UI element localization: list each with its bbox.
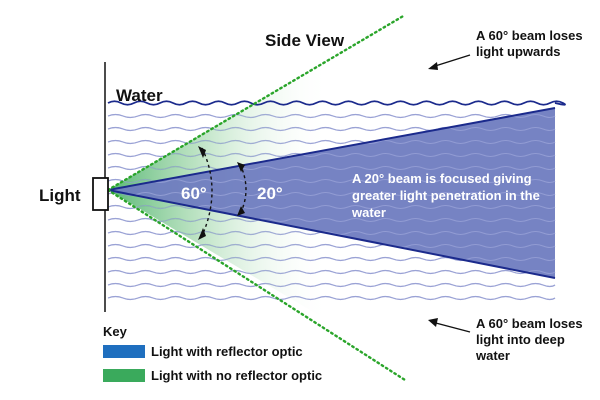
light-source <box>92 177 109 211</box>
key-label-reflector: Light with reflector optic <box>151 344 303 359</box>
note-bottom-arrow-head <box>428 318 438 327</box>
note-bottom: A 60° beam loses light into deep water <box>476 316 583 363</box>
water-line-overlay <box>108 153 556 157</box>
narrow-beam-top-edge <box>107 107 556 191</box>
narrow-beam-description: A 20° beam is focused giving greater lig… <box>352 171 540 220</box>
note-top-arrow-head <box>428 62 438 70</box>
angle-60-label: 60° <box>181 184 207 203</box>
water-line-overlay <box>108 205 556 209</box>
note-top: A 60° beam loses light upwards <box>476 28 583 59</box>
water-line-overlay <box>108 257 556 261</box>
water-line-overlay <box>108 270 556 274</box>
water-line-overlay <box>108 244 556 248</box>
water-line-overlay <box>108 179 556 183</box>
angle-arc-20 <box>239 163 247 215</box>
light-label: Light <box>39 186 81 205</box>
wide-beam-top-edge <box>106 13 407 192</box>
angle-arc-20-arrow-top <box>237 162 245 172</box>
key-item-no-reflector: Light with no reflector optic <box>103 368 322 383</box>
water-line-overlay <box>108 231 556 235</box>
water-label: Water <box>116 86 163 105</box>
key-title: Key <box>103 324 127 339</box>
water-line-overlay <box>108 127 556 131</box>
narrow-beam-bottom-edge <box>107 189 556 279</box>
water-line-overlay <box>108 218 556 222</box>
note-top-arrow <box>431 54 471 68</box>
water-line-overlay <box>108 166 556 170</box>
water-line-overlay <box>108 140 556 144</box>
angle-arc-20-arrow-bottom <box>237 206 245 216</box>
water-line-overlay <box>108 296 556 300</box>
key-swatch-no-reflector <box>103 369 145 382</box>
wide-beam-bottom-edge <box>106 188 407 382</box>
angle-arc-60 <box>201 147 213 237</box>
angle-arc-60-arrow-top <box>198 146 206 158</box>
angle-20-label: 20° <box>257 184 283 203</box>
water-surface <box>107 100 566 106</box>
diagram-title: Side View <box>265 31 345 50</box>
water-line-overlay <box>108 114 556 118</box>
water-waves-overlay <box>108 114 556 300</box>
note-bottom-arrow <box>431 321 471 333</box>
key-label-no-reflector: Light with no reflector optic <box>151 368 323 383</box>
key-item-reflector: Light with reflector optic <box>103 344 303 359</box>
water-line-overlay <box>108 283 556 287</box>
angle-arc-60-arrow-bottom <box>198 228 206 240</box>
water-line-overlay <box>108 192 556 196</box>
key-swatch-reflector <box>103 345 145 358</box>
